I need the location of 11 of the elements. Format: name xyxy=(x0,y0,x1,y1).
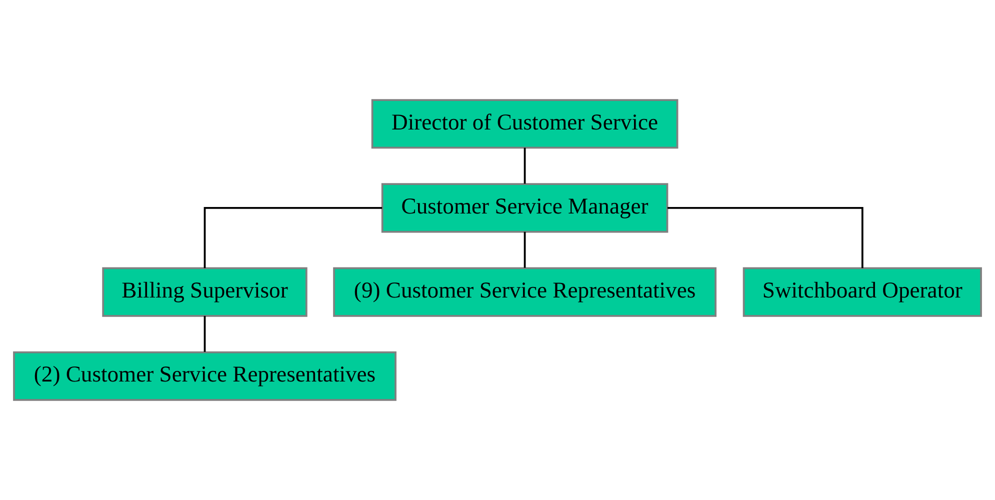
node-box: Billing Supervisor xyxy=(102,267,308,317)
connector xyxy=(204,316,206,352)
connector xyxy=(667,207,864,268)
node-box: Customer Service Manager xyxy=(381,183,668,233)
connector xyxy=(204,207,382,268)
node-box: (2) Customer Service Representatives xyxy=(13,351,396,401)
connector xyxy=(524,148,526,184)
node-box: Director of Customer Service xyxy=(371,99,678,149)
connector xyxy=(524,232,526,268)
node-box: Switchboard Operator xyxy=(742,267,982,317)
node-box: (9) Customer Service Representatives xyxy=(333,267,716,317)
